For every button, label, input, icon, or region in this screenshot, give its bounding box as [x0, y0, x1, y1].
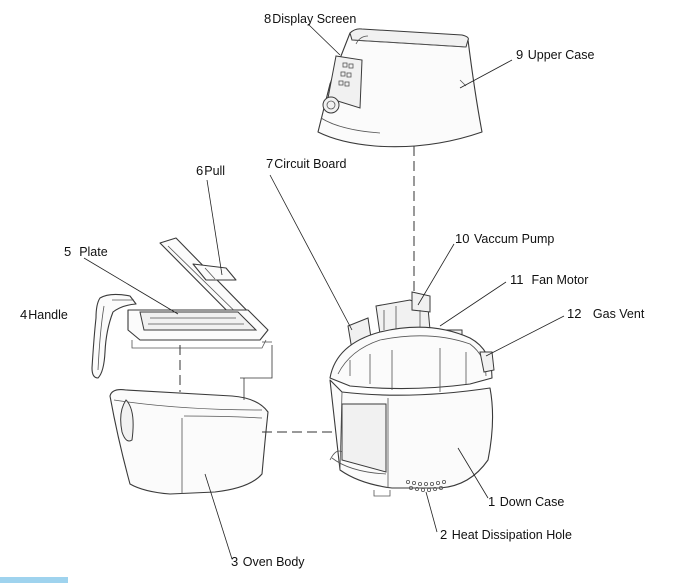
upper-case-drawing — [317, 28, 483, 148]
label-upper-case: 9 Upper Case — [516, 47, 595, 63]
oven-body-drawing — [109, 389, 269, 495]
dissipation-holes — [405, 479, 446, 492]
vacuum-pump-block — [411, 291, 431, 313]
front-door — [341, 403, 387, 473]
basket-lid-drawing — [127, 237, 272, 349]
bottom-accent-bar — [0, 577, 68, 583]
connector-bracket-lid — [240, 345, 273, 379]
handle-drawing — [91, 293, 137, 379]
down-case-drawing — [329, 291, 495, 497]
label-heat-dissipation-hole: 2 Heat Dissipation Hole — [440, 527, 572, 543]
label-plate: 5 Plate — [64, 244, 108, 260]
label-down-case: 1 Down Case — [488, 494, 565, 510]
label-gas-vent: 12 Gas Vent — [567, 306, 645, 322]
label-vaccum-pump: 10 Vaccum Pump — [455, 231, 555, 247]
label-pull: 6Pull — [196, 163, 226, 179]
label-display-screen: 8Display Screen — [264, 11, 357, 27]
gas-vent-block — [479, 351, 495, 373]
label-circuit-board: 7Circuit Board — [266, 156, 347, 172]
leader-lines — [83, 23, 565, 560]
label-fan-motor: 11 Fan Motor — [510, 272, 589, 288]
label-oven-body: 3 Oven Body — [231, 554, 305, 570]
control-knob — [322, 96, 340, 114]
label-handle: 4Handle — [20, 307, 68, 323]
